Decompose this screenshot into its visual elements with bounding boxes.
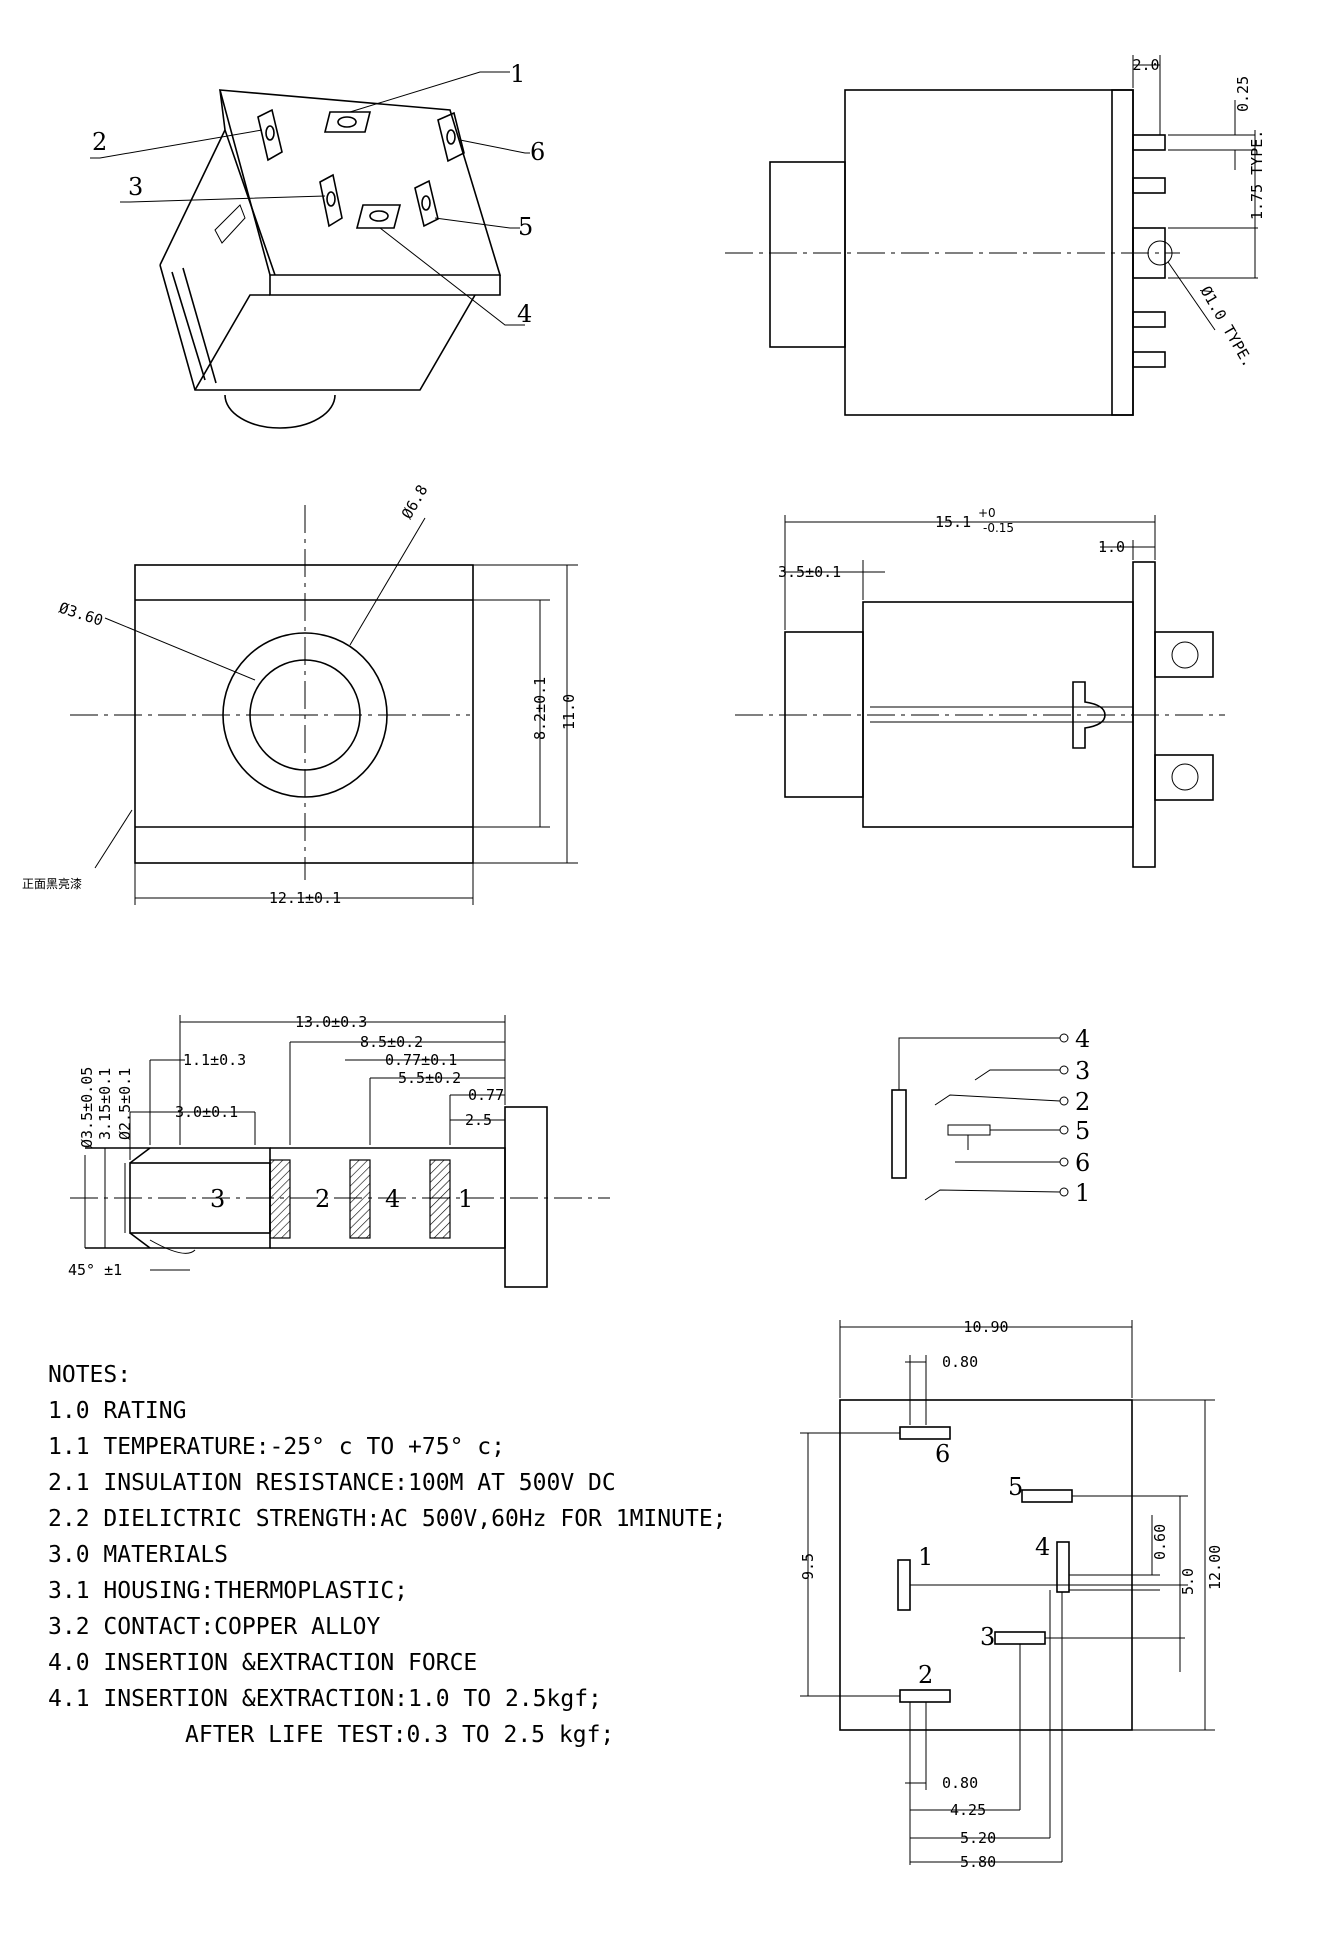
fp-dim-95: 9.5 <box>799 1553 817 1580</box>
fp-pin-5: 5 <box>1008 1473 1023 1501</box>
front-view: Ø6.8 Ø3.60 8.2±0.1 11.0 12.1±0.1 正面黑亮漆 <box>22 482 578 907</box>
note-line-9: 4.1 INSERTION &EXTRACTION:1.0 TO 2.5kgf; <box>48 1686 602 1712</box>
side-view: 2.0 0.25 1.75 TYPE. Ø1.0 TYPE. <box>725 55 1266 416</box>
plug-seg-4: 4 <box>385 1185 400 1213</box>
plug-dim-2: 1.1±0.3 <box>183 1051 246 1069</box>
note-line-8: 4.0 INSERTION &EXTRACTION FORCE <box>48 1650 477 1676</box>
fp-pin-1: 1 <box>918 1543 933 1571</box>
fp-dim-1200: 12.00 <box>1206 1545 1224 1590</box>
plug-dim-6: 3.0±0.1 <box>175 1103 238 1121</box>
fp-dim-offset-top: 0.80 <box>942 1353 978 1371</box>
footprint: 10.90 0.80 0.80 4.25 5.20 5.80 9.5 0.60 … <box>799 1318 1224 1871</box>
note-line-7: 3.2 CONTACT:COPPER ALLOY <box>48 1614 380 1640</box>
plug-dim-1: 8.5±0.2 <box>360 1033 423 1051</box>
fp-dim-offset-bottom: 0.80 <box>942 1774 978 1792</box>
schem-pin-6: 6 <box>1075 1149 1090 1177</box>
plug-seg-3: 3 <box>210 1185 225 1213</box>
front-dim-height: 11.0 <box>560 694 578 730</box>
schem-pin-3: 3 <box>1075 1057 1090 1085</box>
top-dim-flange: 1.0 <box>1098 538 1125 556</box>
iso-label-5: 5 <box>518 213 533 241</box>
notes: NOTES: 1.0 RATING 1.1 TEMPERATURE:-25° c… <box>48 1362 727 1748</box>
fp-dim-425: 4.25 <box>950 1801 986 1819</box>
note-line-5: 3.0 MATERIALS <box>48 1542 228 1568</box>
top-view: 15.1 +0 -0.15 1.0 3.5±0.1 <box>735 506 1225 868</box>
fp-dim-580: 5.80 <box>960 1853 996 1871</box>
fp-dim-060: 0.60 <box>1151 1524 1169 1560</box>
plug-view: 13.0±0.3 8.5±0.2 1.1±0.3 0.77±0.1 5.5±0.… <box>68 1013 610 1288</box>
front-dim-inner-height: 8.2±0.1 <box>531 677 549 740</box>
top-dim-nose: 3.5±0.1 <box>778 563 841 581</box>
plug-dim-3: 0.77±0.1 <box>385 1051 457 1069</box>
side-dim-pin-width: 0.25 <box>1234 76 1252 112</box>
front-finish-note: 正面黑亮漆 <box>22 876 82 891</box>
side-dim-pitch: 2.0 <box>1132 56 1159 74</box>
plug-dia-1: 3.15±0.1 <box>96 1068 114 1140</box>
side-dim-hole: Ø1.0 TYPE. <box>1197 283 1258 370</box>
schem-pin-4: 4 <box>1075 1025 1090 1053</box>
iso-label-3: 3 <box>128 173 143 201</box>
top-dim-length: 15.1 <box>935 513 971 531</box>
iso-label-6: 6 <box>530 138 545 166</box>
plug-angle: 45° ±1 <box>68 1261 122 1279</box>
plug-seg-2: 2 <box>315 1185 330 1213</box>
notes-heading: NOTES: <box>48 1362 131 1388</box>
note-line-3: 2.1 INSULATION RESISTANCE:100M AT 500V D… <box>48 1470 616 1496</box>
note-line-2: 1.1 TEMPERATURE:-25° c TO +75° c; <box>48 1434 505 1460</box>
plug-dim-4: 5.5±0.2 <box>398 1069 461 1087</box>
isometric-view: 1 2 3 4 5 6 <box>90 60 545 429</box>
iso-label-1: 1 <box>510 60 525 88</box>
plug-dim-7: 2.5 <box>465 1111 492 1129</box>
fp-dim-width: 10.90 <box>963 1318 1008 1336</box>
fp-pin-2: 2 <box>918 1661 933 1689</box>
plug-dia-2: Ø2.5±0.1 <box>116 1068 134 1140</box>
top-dim-tol-lower: -0.15 <box>983 521 1014 535</box>
note-line-10: AFTER LIFE TEST:0.3 TO 2.5 kgf; <box>185 1722 614 1748</box>
plug-dim-5: 0.77 <box>468 1086 504 1104</box>
front-dim-width: 12.1±0.1 <box>269 889 341 907</box>
side-dim-pin-spacing: 1.75 TYPE. <box>1248 130 1266 220</box>
top-dim-tol-upper: +0 <box>978 506 996 520</box>
fp-pin-6: 6 <box>935 1440 950 1468</box>
iso-label-4: 4 <box>517 300 532 328</box>
fp-pin-4: 4 <box>1035 1533 1050 1561</box>
plug-dim-0: 13.0±0.3 <box>295 1013 367 1031</box>
front-dim-outer-dia: Ø6.8 <box>398 482 432 522</box>
note-line-6: 3.1 HOUSING:THERMOPLASTIC; <box>48 1578 408 1604</box>
fp-dim-50: 5.0 <box>1179 1568 1197 1595</box>
note-line-4: 2.2 DIELICTRIC STRENGTH:AC 500V,60Hz FOR… <box>48 1506 727 1532</box>
plug-dia-0: Ø3.5±0.05 <box>78 1067 96 1148</box>
front-dim-inner-dia: Ø3.60 <box>57 599 106 630</box>
schem-pin-5: 5 <box>1075 1117 1090 1145</box>
schematic: 4 3 2 5 6 1 <box>891 1025 1090 1207</box>
fp-pin-3: 3 <box>980 1623 995 1651</box>
iso-label-2: 2 <box>92 128 107 156</box>
note-line-1: 1.0 RATING <box>48 1398 186 1424</box>
plug-seg-1: 1 <box>458 1185 473 1213</box>
schem-pin-2: 2 <box>1075 1088 1090 1116</box>
schem-pin-1: 1 <box>1075 1179 1090 1207</box>
fp-dim-520: 5.20 <box>960 1829 996 1847</box>
